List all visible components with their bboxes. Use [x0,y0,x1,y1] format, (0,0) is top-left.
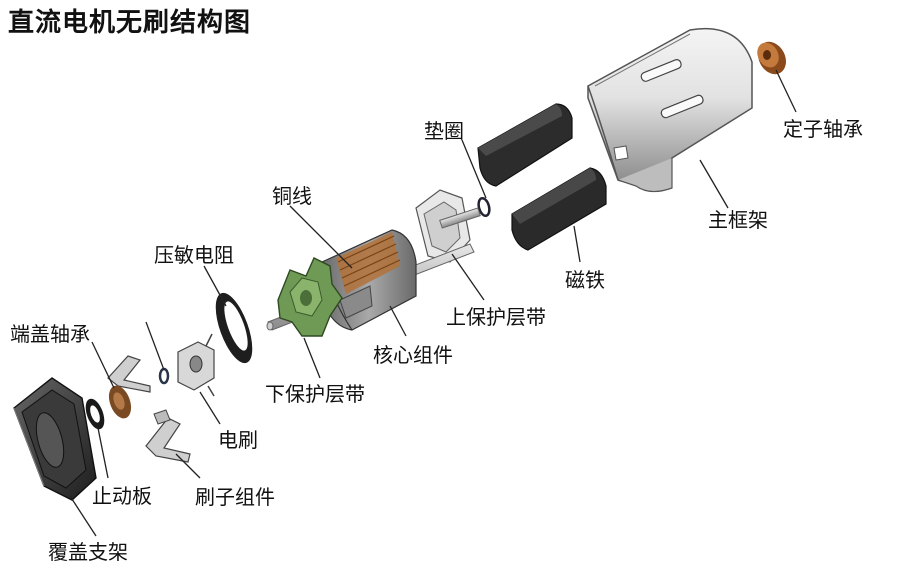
label-brush-assembly: 刷子组件 [195,485,275,509]
label-upper-guard: 上保护层带 [446,305,546,329]
varistor-part [215,292,253,364]
leader-lower-guard [303,337,321,379]
leader-main-frame [699,159,729,209]
label-magnet: 磁铁 [565,268,605,292]
leader-brush [145,321,165,371]
label-cover-bracket: 覆盖支架 [48,540,128,564]
upper-guard-part [415,189,481,263]
magnet-lower-part [511,167,607,251]
label-copper-wire: 铜线 [272,184,312,208]
label-core-assembly: 核心组件 [373,343,453,367]
leader-lines [69,69,797,537]
washer-part [477,196,491,218]
label-stop-plate: 止动板 [92,484,152,508]
lower-guard-part [277,257,343,337]
leader-copper-wire [289,205,353,269]
leader-brush-body [199,391,221,425]
leader-stator-bearing [775,69,797,113]
brush-holder-part [177,333,215,397]
brush-ring-part [158,367,170,385]
leader-varistor [203,265,227,307]
label-lower-guard: 下保护层带 [265,382,365,406]
leader-washer [461,139,487,199]
main-frame-part [587,27,753,193]
stator-bearing-part [757,41,786,75]
label-washer: 垫圈 [424,119,464,143]
label-main-frame: 主框架 [708,208,768,232]
leader-upper-guard [451,253,485,301]
label-stator-bearing: 定子轴承 [783,117,863,141]
stop-plate-part [85,398,105,430]
label-varistor: 压敏电阻 [154,243,234,267]
leader-brush-assembly [175,453,201,479]
end-cap-bearing-part [108,385,132,419]
leader-stop-plate [97,427,109,479]
cover-bracket-part [13,377,97,501]
leader-cover-bracket [69,495,97,537]
page-title: 直流电机无刷结构图 [8,8,252,38]
label-end-cap-bearing: 端盖轴承 [10,322,90,346]
core-assembly-part [321,229,417,331]
leader-core [389,305,407,337]
brush-part [107,355,151,393]
magnet-upper-part [477,103,573,187]
label-brush: 电刷 [218,428,258,452]
leader-magnet [573,225,581,263]
leader-end-cap-bearing [91,341,115,389]
brush-assembly-part [145,409,191,463]
